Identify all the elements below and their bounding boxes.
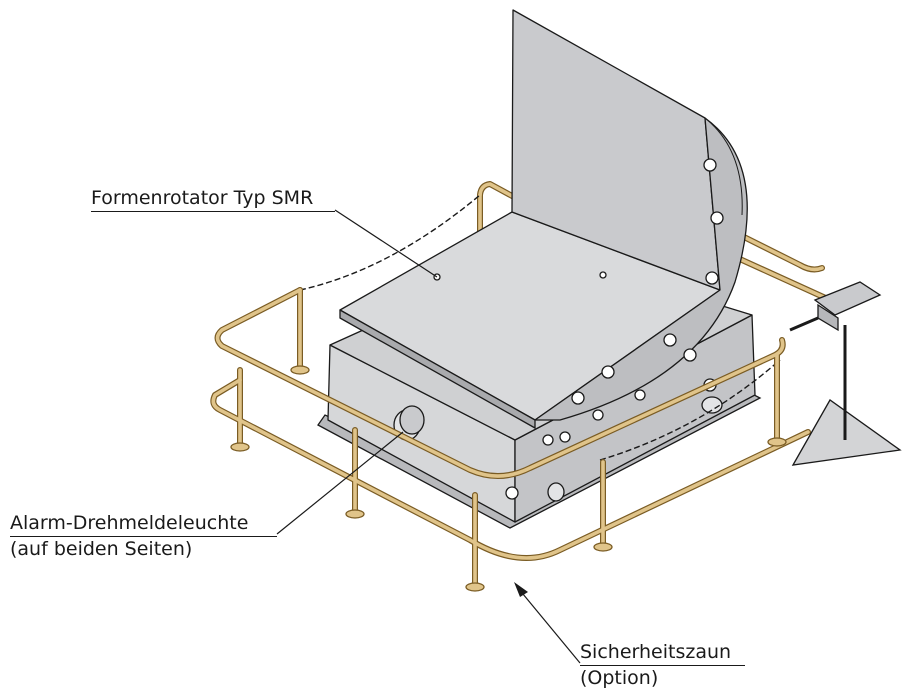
- leader-lamp: [276, 431, 404, 535]
- pendant-box: [813, 281, 882, 316]
- safety-fence-front: [210, 287, 811, 588]
- label-rotator-text: Formenrotator Typ SMR: [91, 186, 335, 212]
- label-alarm-lamp-line1: Alarm-Drehmeldeleuchte: [10, 511, 277, 537]
- leader-rotator: [334, 209, 438, 278]
- label-safety-fence: Sicherheitszaun (Option): [580, 640, 745, 690]
- leader-lines: [276, 209, 581, 664]
- leader-fence-arrow: [514, 582, 528, 597]
- label-safety-fence-line2: (Option): [580, 667, 659, 689]
- chain-front: [599, 359, 781, 461]
- chain-back: [299, 194, 481, 291]
- fence-feet: [230, 365, 787, 592]
- curved-flange: [534, 117, 748, 421]
- label-alarm-lamp: Alarm-Drehmeldeleuchte (auf beiden Seite…: [10, 511, 277, 561]
- label-alarm-lamp-line2: (auf beiden Seiten): [10, 538, 193, 560]
- rotator-machine: [327, 9, 756, 523]
- alarm-lamp-right: [547, 396, 723, 502]
- flange-bolts: [433, 158, 724, 500]
- control-pendant-stand: [789, 281, 902, 466]
- label-safety-fence-line1: Sicherheitszaun: [580, 640, 745, 666]
- label-rotator: Formenrotator Typ SMR: [91, 186, 335, 212]
- table-plate-edge: [339, 309, 536, 429]
- safety-chains: [299, 194, 781, 461]
- leader-fence: [517, 587, 581, 664]
